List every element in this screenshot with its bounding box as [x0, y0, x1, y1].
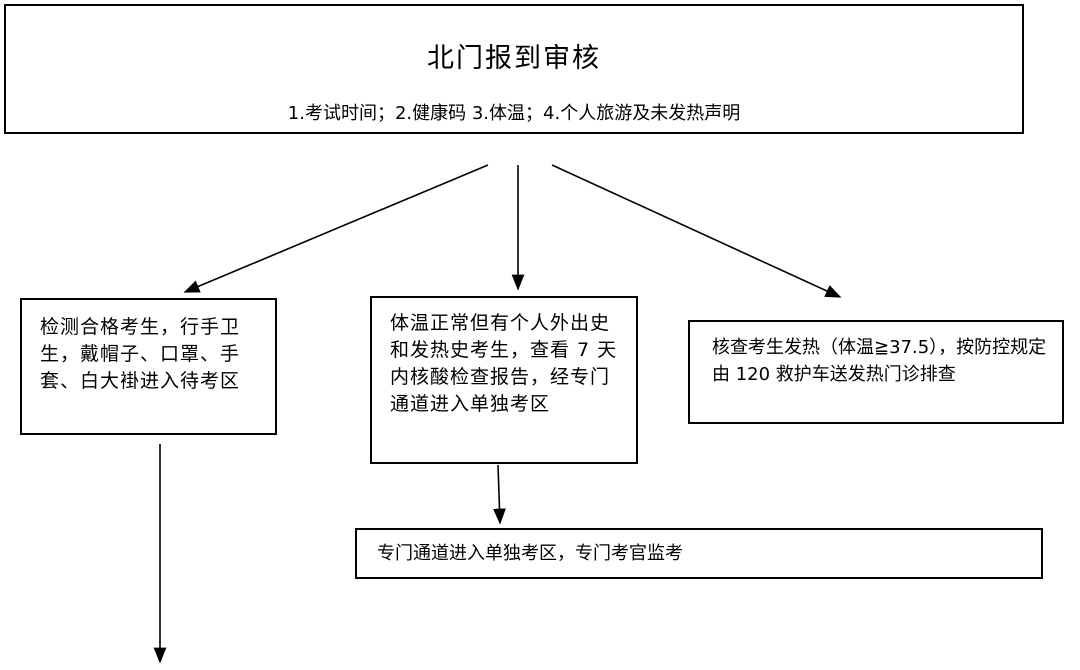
- arrow-top-to-right: [551, 164, 842, 298]
- separate-exam-area-text: 专门通道进入单独考区，专门考官监考: [377, 543, 683, 564]
- fever-examinee-box: 核查考生发热（体温≧37.5），按防控规定由 120 救护车送发热门诊排查: [688, 320, 1064, 424]
- qualified-examinee-text: 检测合格考生，行手卫生，戴帽子、口罩、手套、白大褂进入待考区: [40, 316, 241, 392]
- fever-examinee-text: 核查考生发热（体温≧37.5），按防控规定由 120 救护车送发热门诊排查: [712, 337, 1047, 385]
- travel-history-examinee-text: 体温正常但有个人外出史和发热史考生，查看 7 天内核酸检查报告，经专门通道进入单…: [390, 312, 618, 415]
- travel-history-examinee-box: 体温正常但有个人外出史和发热史考生，查看 7 天内核酸检查报告，经专门通道进入单…: [370, 296, 638, 464]
- arrow-middle-to-bottom-box: [493, 464, 506, 525]
- qualified-examinee-box: 检测合格考生，行手卫生，戴帽子、口罩、手套、白大褂进入待考区: [20, 298, 277, 435]
- separate-exam-area-box: 专门通道进入单独考区，专门考官监考: [355, 528, 1043, 579]
- north-gate-check-items: 1.考试时间；2.健康码 3.体温；4.个人旅游及未发热声明: [287, 103, 741, 124]
- north-gate-check-title: 北门报到审核: [427, 43, 601, 74]
- arrow-top-to-left: [183, 164, 489, 293]
- north-gate-check-box: 北门报到审核 1.考试时间；2.健康码 3.体温；4.个人旅游及未发热声明: [4, 4, 1024, 134]
